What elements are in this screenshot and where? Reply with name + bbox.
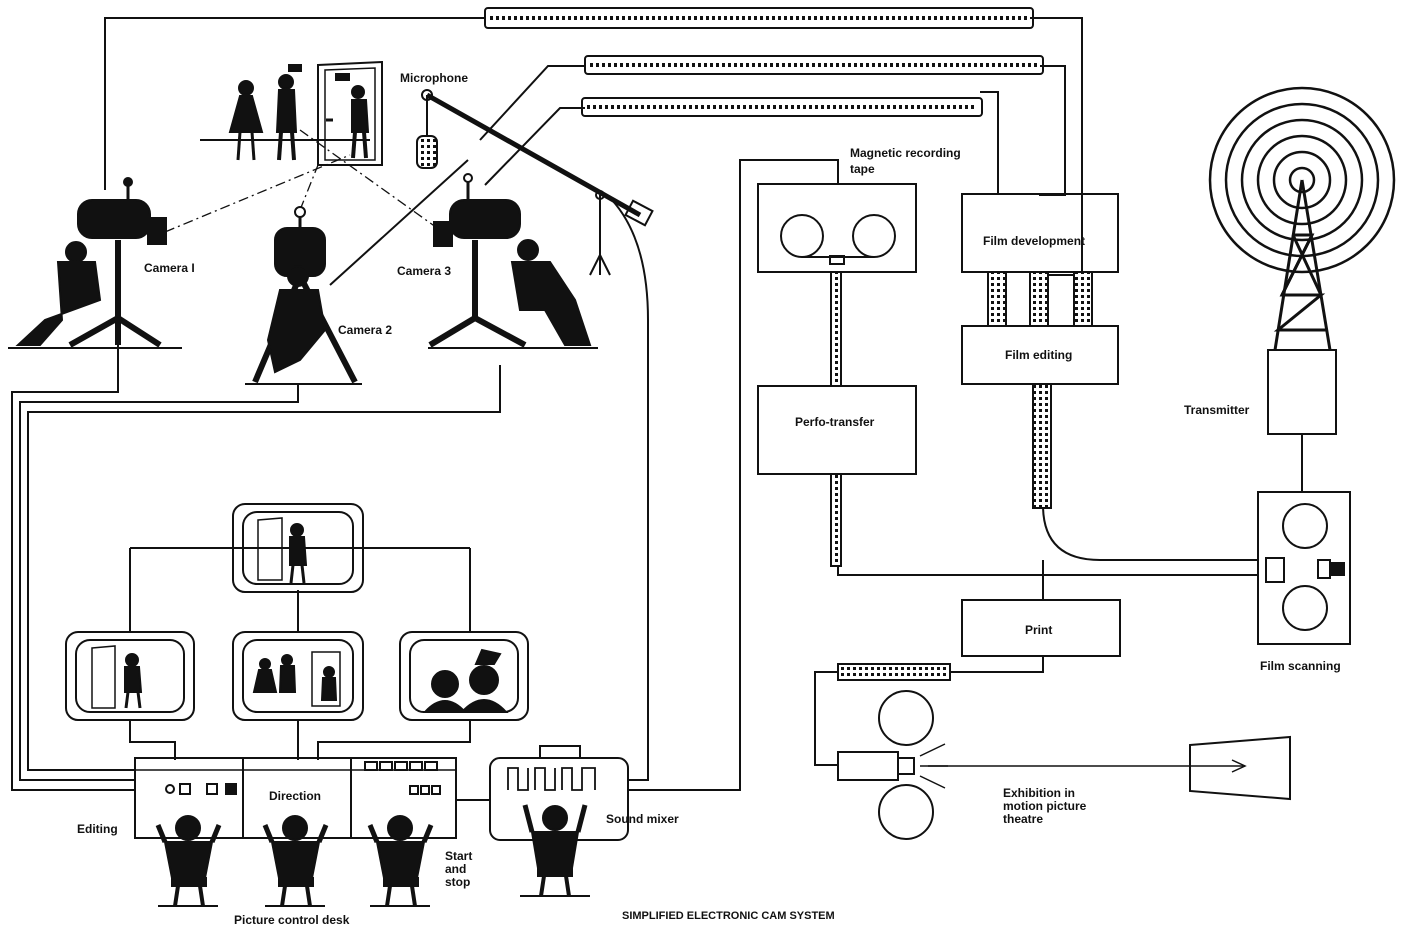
camera-icon [77,199,151,239]
monitor-icon [232,631,364,721]
sight-lines [164,129,441,233]
scene-actors [200,64,370,161]
camera-2-label: Camera 2 [338,323,393,337]
operator-icon [262,815,329,907]
transmitter-label: Transmitter [1184,403,1250,417]
print-box [961,599,1121,657]
screen-icon [1189,735,1291,801]
tape-reels-icon [780,214,824,258]
microphone-icon [416,135,438,169]
perfo-transfer-box [757,385,917,475]
projection [837,663,1291,840]
sound-mixer [489,745,629,897]
print-label: Print [1025,623,1053,637]
film-strips [987,271,1093,509]
camera-icon [449,199,521,239]
start-stop-label-line2: and [445,862,467,876]
perfo-transfer-label: Perfo-transfer [795,415,875,429]
monitor-wiring [129,547,471,760]
film-strip-icon [837,663,951,681]
transmitter [1208,86,1396,435]
editing-label: Editing [77,822,118,836]
start-stop-label-line1: Start [445,849,473,863]
film-editing-box [961,325,1119,385]
cable-lines [11,17,1303,801]
sound-mixer-label: Sound mixer [606,812,679,826]
monitor-camera-1 [65,631,195,721]
monitor-camera-2 [232,631,364,721]
operator-icon [520,804,590,897]
radio-waves-icon [1208,86,1396,274]
film-scanning [1257,491,1351,645]
picture-control-desk-label: Picture control desk [234,913,350,927]
film-development-box [961,193,1119,273]
microphone-boom [416,89,654,276]
start-stop-label-line3: stop [445,875,471,889]
exhibition-label-line2: motion picture [1003,799,1087,813]
magnetic-tape [757,183,917,567]
film-strip-icon [830,271,842,387]
diagram-title: SIMPLIFIED ELECTRONIC CAM SYSTEM [622,910,835,922]
magnetic-tape-label-line2: tape [850,162,875,176]
monitor-program [232,503,364,593]
door [317,60,383,166]
monitor-icon [65,631,195,721]
camera-1-label: Camera I [144,261,195,275]
operator-icon [367,815,434,907]
microphone-label: Microphone [400,71,468,85]
film-strip-icon [987,271,1007,327]
cable-tray [484,7,1044,117]
monitor-camera-3 [399,631,529,721]
exhibition-label-line1: Exhibition in [1003,786,1075,800]
film-editing-label: Film editing [1005,348,1073,362]
camera-3 [428,173,598,349]
monitor-icon [399,631,529,721]
camera-3-label: Camera 3 [397,264,452,278]
magnetic-tape-label-line1: Magnetic recording [850,146,961,160]
desk-operators [155,815,434,907]
camera-1 [8,177,182,349]
transmitter-tower-icon [1273,179,1332,351]
camera-2 [245,206,362,385]
film-development-label: Film development [983,234,1086,248]
operator-icon [155,815,222,907]
direction-label: Direction [269,789,322,803]
projector-icon [878,690,934,746]
film-scanning-label: Film scanning [1260,659,1341,673]
exhibition-label-line3: theatre [1003,812,1044,826]
monitor-icon [232,503,364,593]
